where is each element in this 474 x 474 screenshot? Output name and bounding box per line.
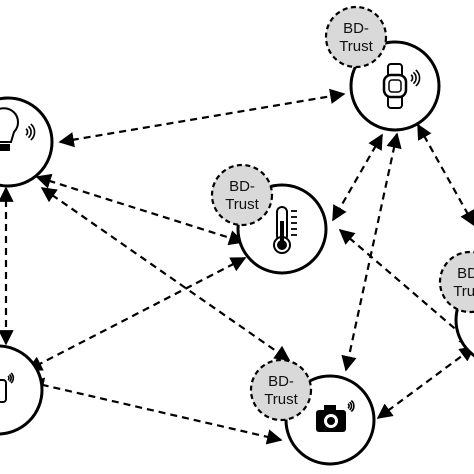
node-right-device: BD-Trust: [438, 250, 474, 358]
smart-bulb-wireless-icon: [0, 107, 36, 151]
bd-trust-badge: BD-Trust: [324, 5, 388, 69]
badge-label-line-2: Trust: [225, 196, 259, 213]
edge-left-device-camera: [28, 377, 283, 445]
edge-smartwatch-thermometer: [332, 133, 383, 222]
edge-smart-bulb-smartwatch: [58, 88, 346, 148]
edges-layer: [0, 88, 474, 445]
camera-wireless-icon: [316, 399, 355, 432]
node-smartwatch: BD-Trust: [324, 5, 441, 132]
bd-trust-badge: BD-Trust: [210, 163, 274, 227]
badge-label-line-1: BD-: [268, 373, 294, 390]
badge-label-line-2: Trust: [453, 283, 474, 300]
badge-label-line-1: BD-: [457, 265, 474, 282]
badge-label-line-1: BD-: [229, 178, 255, 195]
badge-circle: [438, 250, 474, 314]
wireless-device-icon: [0, 372, 15, 403]
badge-label-line-1: BD-: [343, 20, 369, 37]
wireless-waves-icon: [25, 123, 36, 141]
wireless-waves-icon: [7, 372, 15, 384]
bd-trust-badge: BD-Trust: [438, 250, 474, 314]
badge-circle: [249, 358, 313, 422]
badge-circle: [210, 163, 274, 227]
edge-thermometer-left-device: [26, 257, 247, 371]
badge-label-line-2: Trust: [339, 38, 373, 55]
node-circle: [0, 344, 44, 436]
bd-trust-badge: BD-Trust: [249, 358, 313, 422]
wireless-waves-icon: [347, 399, 355, 413]
node-left-device: [0, 344, 44, 436]
thermometer-icon: [273, 206, 297, 254]
wireless-waves-icon: [410, 69, 421, 87]
edge-smartwatch-right-device: [417, 123, 474, 227]
edge-camera-right-device: [376, 346, 474, 419]
node-camera: BD-Trust: [249, 358, 376, 466]
badge-label-line-2: Trust: [264, 391, 298, 408]
edge-thermometer-right-device: [338, 228, 474, 347]
node-smart-bulb: [0, 96, 54, 188]
edge-smartwatch-camera: [341, 132, 402, 372]
badge-circle: [324, 5, 388, 69]
node-thermometer: BD-Trust: [210, 163, 328, 275]
smartwatch-wireless-icon: [382, 63, 421, 109]
